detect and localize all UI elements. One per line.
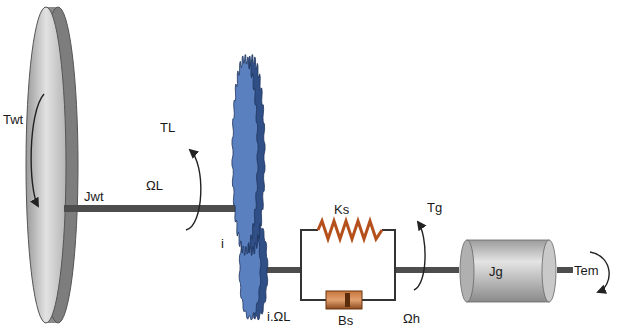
ratio-label: i [221, 236, 224, 251]
coupling-bracket [300, 229, 302, 301]
gear-face [232, 55, 258, 256]
spring-rod [301, 229, 318, 231]
stiffness-label: Ks [334, 202, 349, 217]
coupling-frame [301, 229, 395, 301]
torque-label: Tg [427, 200, 442, 215]
torque-arrow [31, 94, 44, 206]
cylinder-end [542, 240, 556, 302]
inertia-label: Jwt [84, 189, 104, 204]
spring-symbol [318, 221, 382, 239]
torque-arrow [414, 222, 425, 290]
high-speed-shaft [395, 267, 459, 273]
gear-pair [232, 55, 268, 320]
damper-symbol [326, 291, 362, 309]
torque-arrow [186, 150, 201, 230]
coupling-bracket [394, 229, 396, 301]
damper-rod [301, 299, 326, 301]
spring-rod [382, 229, 395, 231]
cylinder-end [460, 240, 474, 302]
damper-piston [345, 293, 350, 307]
speed-label: ΩL [146, 178, 163, 193]
cylinder-body [467, 240, 549, 302]
rotor-disc [26, 7, 66, 323]
torque-label: Tem [574, 263, 599, 278]
torque-label: Twt [3, 112, 23, 127]
generator-cylinder: Jg [459, 238, 559, 304]
speed-label: Ωh [403, 311, 420, 326]
low-speed-shaft [64, 205, 238, 212]
gear-wheel [232, 55, 265, 256]
torque-label: TL [160, 120, 175, 135]
damper-rod [358, 299, 395, 301]
inertia-label: Jg [489, 264, 589, 279]
speed-label: i.ΩL [267, 309, 290, 324]
generator-shaft [557, 267, 573, 273]
damping-label: Bs [338, 313, 353, 328]
cylinder-outline [459, 238, 559, 304]
